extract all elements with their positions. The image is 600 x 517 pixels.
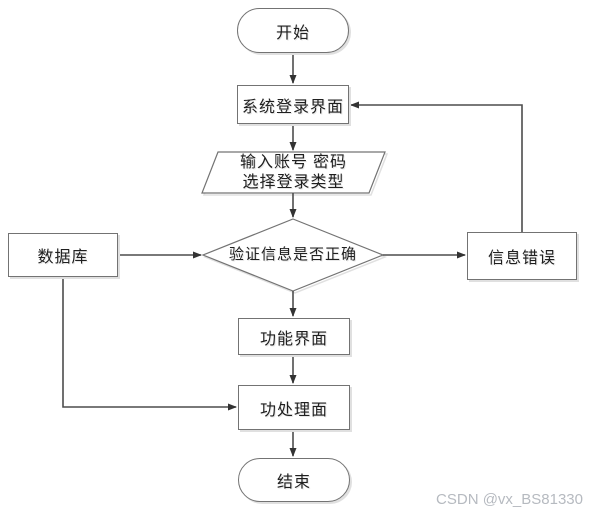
info-error-node-label: 信息错误 [487,250,556,267]
function-screen-node-label: 功能界面 [259,330,328,348]
csdn-watermark: CSDN @vx_BS81330 [436,491,583,508]
end-node: 结束 [238,458,350,502]
end-node-label: 结束 [276,474,311,491]
login-screen-node: 系统登录界面 [237,85,349,124]
function-process-node: 功处理面 [238,385,350,430]
login-screen-node-label: 系统登录界面 [241,98,344,116]
connectors [62,53,523,457]
database-node-label: 数据库 [37,249,89,266]
database-node: 数据库 [8,233,118,277]
verify-decision-label: 验证信息是否正确 [228,247,357,263]
connector-database-process [62,277,237,411]
function-process-node-label: 功处理面 [259,401,328,419]
input-parallelogram-shape [201,151,386,194]
verify-decision-node: 验证信息是否正确 [203,219,383,291]
input-credentials-node: 输入账号 密码 选择登录类型 [202,152,385,193]
connector-error-login [350,101,523,232]
input-credentials-line2: 选择登录类型 [242,173,345,191]
input-credentials-line1: 输入账号 密码 [239,153,347,171]
start-node-label: 开始 [275,24,310,42]
function-screen-node: 功能界面 [238,318,350,355]
info-error-node: 信息错误 [467,232,577,280]
start-node: 开始 [237,8,349,53]
